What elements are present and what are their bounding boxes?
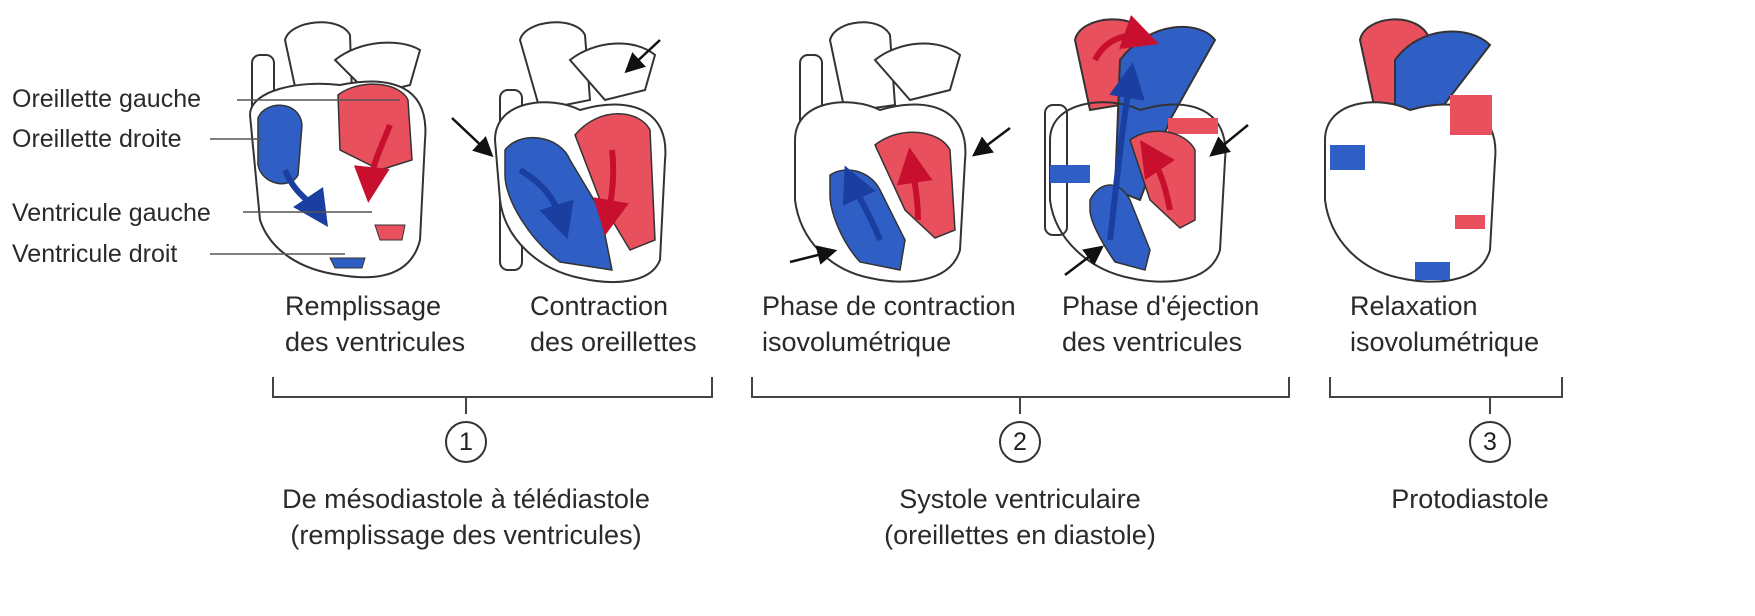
phase-label-3: Protodiastole — [1370, 481, 1570, 517]
stage-label-line1: Contraction — [530, 288, 697, 324]
stage-label-line2: des ventricules — [285, 324, 465, 360]
stage-label-filling: Remplissage des ventricules — [285, 288, 465, 360]
stage-label-atrial-contraction: Contraction des oreillettes — [530, 288, 697, 360]
stage-label-line2: des oreillettes — [530, 324, 697, 360]
stage-label-line2: isovolumétrique — [762, 324, 1016, 360]
phase-number-1: 1 — [445, 421, 487, 463]
bracket-phase-2 — [752, 377, 1289, 414]
phase-label-1: De mésodiastole à télédiastole (rempliss… — [266, 481, 666, 553]
heart-atrial-contraction — [452, 22, 665, 282]
heart-ventricular-ejection — [1045, 19, 1248, 281]
phase-label-2: Systole ventriculaire (oreillettes en di… — [860, 481, 1180, 553]
phase-label-line1: De mésodiastole à télédiastole — [266, 481, 666, 517]
bracket-phase-1 — [273, 377, 712, 414]
label-left-atrium: Oreillette gauche — [12, 84, 201, 114]
heart-filling — [210, 22, 425, 277]
stage-label-line1: Remplissage — [285, 288, 465, 324]
stage-label-line2: des ventricules — [1062, 324, 1259, 360]
phase-number-3: 3 — [1469, 421, 1511, 463]
label-right-ventricle: Ventricule droit — [12, 239, 177, 269]
bracket-phase-3 — [1330, 377, 1562, 414]
stage-label-line2: isovolumétrique — [1350, 324, 1539, 360]
phase-label-line2: (remplissage des ventricules) — [266, 517, 666, 553]
heart-isovolumetric-relaxation — [1325, 19, 1495, 281]
heart-isovolumetric-contraction — [790, 22, 1010, 281]
stage-label-ejection: Phase d'éjection des ventricules — [1062, 288, 1259, 360]
stage-label-line1: Phase d'éjection — [1062, 288, 1259, 324]
stage-label-isovolumetric-relaxation: Relaxation isovolumétrique — [1350, 288, 1539, 360]
stage-label-isovolumetric-contraction: Phase de contraction isovolumétrique — [762, 288, 1016, 360]
label-left-ventricle: Ventricule gauche — [12, 198, 211, 228]
stage-label-line1: Relaxation — [1350, 288, 1539, 324]
phase-label-line1: Protodiastole — [1370, 481, 1570, 517]
phase-label-line1: Systole ventriculaire — [860, 481, 1180, 517]
stage-label-line1: Phase de contraction — [762, 288, 1016, 324]
label-right-atrium: Oreillette droite — [12, 124, 182, 154]
phase-number-2: 2 — [999, 421, 1041, 463]
phase-label-line2: (oreillettes en diastole) — [860, 517, 1180, 553]
